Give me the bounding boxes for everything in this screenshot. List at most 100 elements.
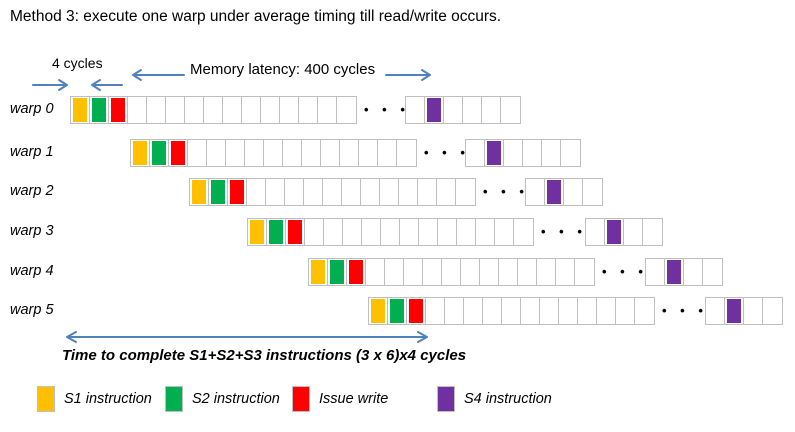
cycle-cell-empty	[445, 298, 464, 324]
cycle-cell-empty	[466, 140, 485, 166]
latency-left-arrow	[132, 69, 185, 81]
cycle-cell-s1	[309, 259, 328, 285]
legend-item: S2 instruction	[165, 386, 280, 412]
cycle-cell-s4	[605, 219, 624, 245]
cycle-cell-empty	[504, 140, 523, 166]
cycle-cell-empty	[166, 97, 185, 123]
cycle-cell-empty	[483, 298, 502, 324]
cycle-cell-empty	[556, 259, 575, 285]
cycle-cell-s4	[425, 97, 444, 123]
cycle-cell-empty	[684, 259, 703, 285]
cycle-cell-empty	[521, 298, 540, 324]
cycle-cell-empty	[419, 219, 438, 245]
timeline-strip-main	[130, 139, 417, 167]
cycle-cell-issue	[228, 179, 247, 205]
gap-dots: • • •	[483, 184, 529, 199]
cycle-cell-s2	[209, 179, 228, 205]
legend-item: S1 instruction	[37, 386, 152, 412]
cycle-cell-s1	[248, 219, 267, 245]
cycle-cell-empty	[321, 140, 340, 166]
timeline-strip-main	[247, 218, 534, 246]
cycle-cell-empty	[464, 298, 483, 324]
cycle-cell-empty	[343, 219, 362, 245]
cycle-cell-empty	[426, 298, 445, 324]
warp-label: warp 2	[10, 183, 54, 199]
cycle-cell-empty	[362, 219, 381, 245]
cycle-cell-empty	[499, 259, 518, 285]
cycle-cell-empty	[204, 97, 223, 123]
cycle-cell-empty	[185, 97, 204, 123]
cycle-cell-empty	[399, 179, 418, 205]
timeline-strip-tail	[465, 139, 581, 167]
cycle-cell-empty	[261, 97, 280, 123]
completion-time-label: Time to complete S1+S2+S3 instructions (…	[62, 347, 467, 364]
cycle-cell-s2	[267, 219, 286, 245]
warp-label: warp 4	[10, 263, 54, 279]
legend-label: S4 instruction	[464, 391, 552, 407]
cycle-cell-issue	[286, 219, 305, 245]
four-cycles-left-arrow	[91, 79, 123, 91]
cycle-cell-empty	[480, 259, 499, 285]
cycle-cell-empty	[537, 259, 556, 285]
cycle-cell-empty	[423, 259, 442, 285]
cycle-cell-empty	[359, 140, 378, 166]
memory-latency-label: Memory latency: 400 cycles	[190, 61, 376, 78]
cycle-cell-empty	[381, 219, 400, 245]
cycle-cell-empty	[444, 97, 463, 123]
cycle-cell-issue	[407, 298, 426, 324]
cycle-cell-empty	[366, 259, 385, 285]
cycle-cell-empty	[518, 259, 537, 285]
legend-swatch-s2	[165, 386, 183, 412]
cycle-cell-empty	[400, 219, 419, 245]
timeline-strip-tail	[585, 218, 663, 246]
cycle-cell-issue	[347, 259, 366, 285]
cycle-cell-empty	[404, 259, 423, 285]
cycle-cell-empty	[495, 219, 514, 245]
gap-dots: • • •	[424, 145, 470, 160]
cycle-cell-empty	[442, 259, 461, 285]
cycle-cell-s2	[388, 298, 407, 324]
cycle-cell-empty	[323, 179, 342, 205]
cycle-cell-empty	[302, 140, 321, 166]
timeline-strip-tail	[405, 96, 521, 124]
legend-item: Issue write	[292, 386, 388, 412]
cycle-cell-empty	[324, 219, 343, 245]
cycle-cell-empty	[406, 97, 425, 123]
cycle-cell-s1	[369, 298, 388, 324]
legend-label: Issue write	[319, 391, 389, 407]
cycle-cell-empty	[526, 179, 545, 205]
cycle-cell-empty	[304, 179, 323, 205]
cycle-cell-empty	[463, 97, 482, 123]
cycle-cell-empty	[283, 140, 302, 166]
cycle-cell-empty	[583, 179, 602, 205]
cycle-cell-empty	[703, 259, 722, 285]
cycle-cell-empty	[514, 219, 533, 245]
gap-dots: • • •	[364, 102, 410, 117]
cycle-cell-empty	[476, 219, 495, 245]
page-title: Method 3: execute one warp under average…	[10, 8, 502, 25]
warp-label: warp 5	[10, 302, 54, 318]
cycle-cell-empty	[523, 140, 542, 166]
cycle-cell-s4	[485, 140, 504, 166]
cycle-cell-empty	[378, 140, 397, 166]
cycle-cell-empty	[418, 179, 437, 205]
cycle-cell-empty	[299, 97, 318, 123]
cycle-cell-s2	[328, 259, 347, 285]
legend-swatch-issue	[292, 386, 310, 412]
cycle-cell-empty	[285, 179, 304, 205]
timeline-strip-main	[189, 178, 476, 206]
cycle-cell-empty	[223, 97, 242, 123]
cycle-cell-empty	[502, 298, 521, 324]
cycle-cell-empty	[380, 179, 399, 205]
legend-label: S1 instruction	[64, 391, 152, 407]
cycle-cell-empty	[616, 298, 635, 324]
warp-label: warp 0	[10, 101, 54, 117]
cycle-cell-empty	[457, 219, 476, 245]
cycle-cell-empty	[456, 179, 475, 205]
gap-dots: • • •	[602, 264, 648, 279]
cycle-cell-empty	[264, 140, 283, 166]
timeline-strip-tail	[525, 178, 603, 206]
cycle-cell-empty	[305, 219, 324, 245]
cycle-cell-empty	[540, 298, 559, 324]
legend-label: S2 instruction	[192, 391, 280, 407]
